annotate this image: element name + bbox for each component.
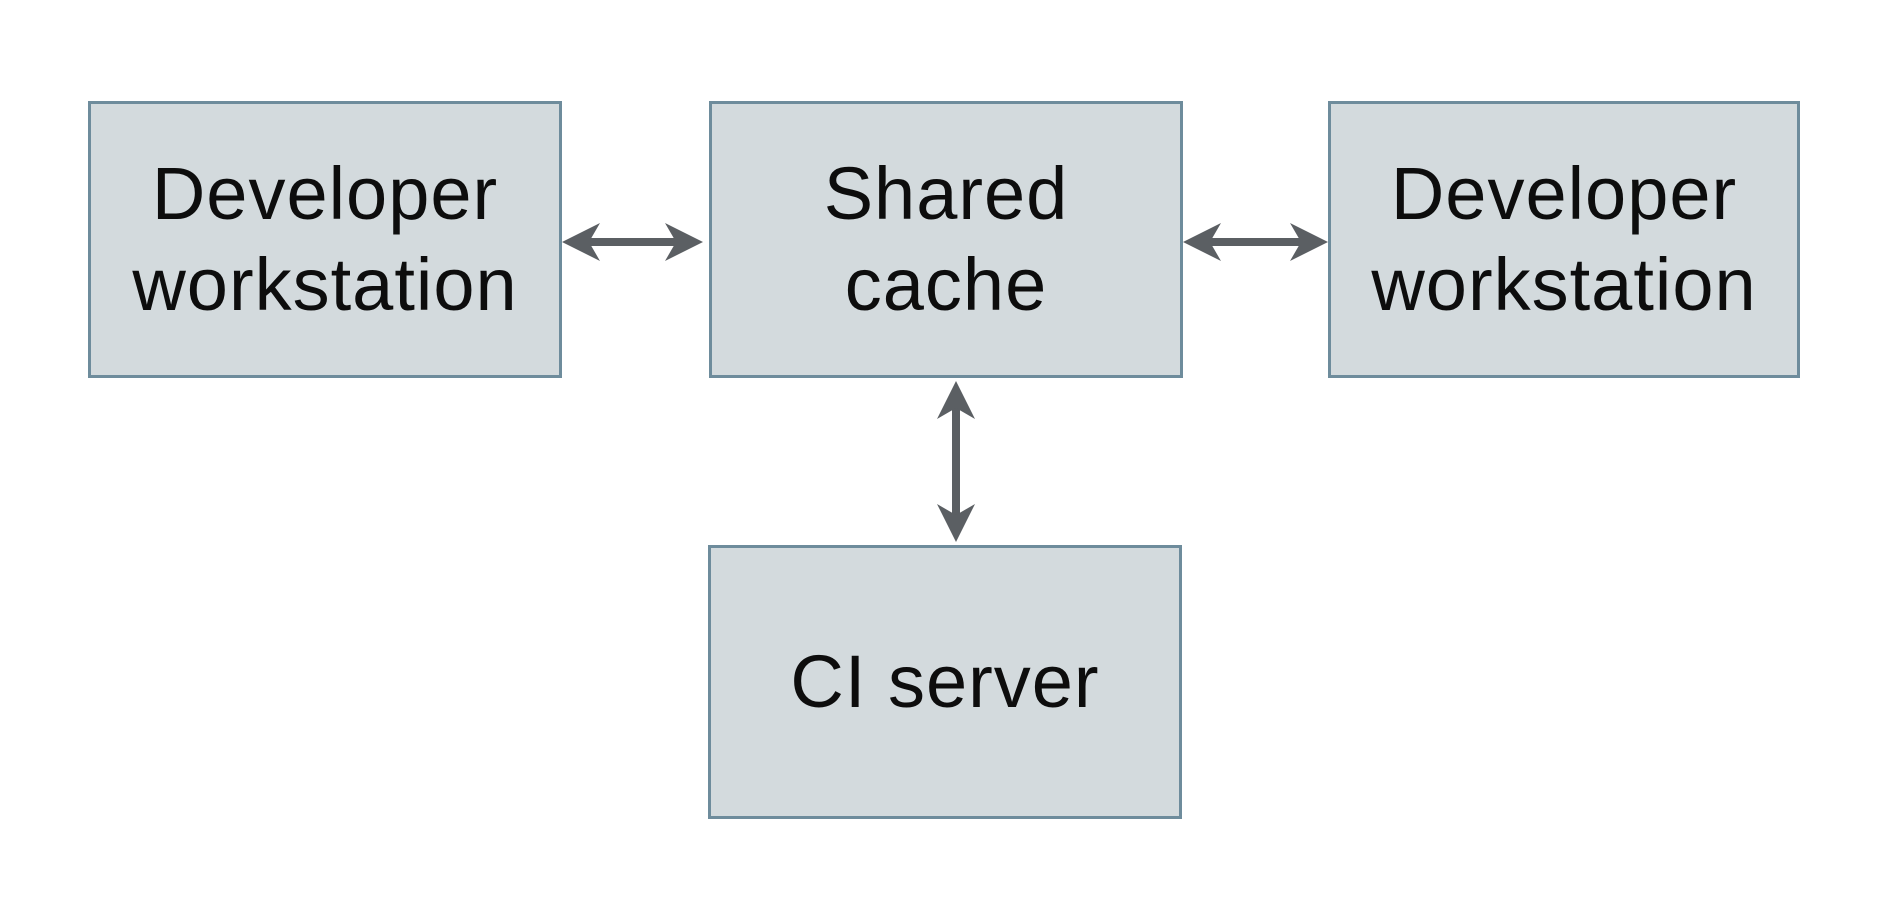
- node-shared-cache: Shared cache: [709, 101, 1183, 378]
- node-label: Developer workstation: [132, 152, 518, 326]
- node-developer-workstation-right: Developer workstation: [1328, 101, 1800, 378]
- bidirectional-arrow-right-icon: [1181, 216, 1330, 268]
- bidirectional-arrow-left-icon: [560, 216, 705, 268]
- node-label: CI server: [790, 639, 1100, 723]
- node-developer-workstation-left: Developer workstation: [88, 101, 562, 378]
- bidirectional-arrow-down-icon: [930, 379, 982, 544]
- node-label: Developer workstation: [1371, 152, 1757, 326]
- node-ci-server: CI server: [708, 545, 1182, 819]
- node-label: Shared cache: [823, 152, 1069, 326]
